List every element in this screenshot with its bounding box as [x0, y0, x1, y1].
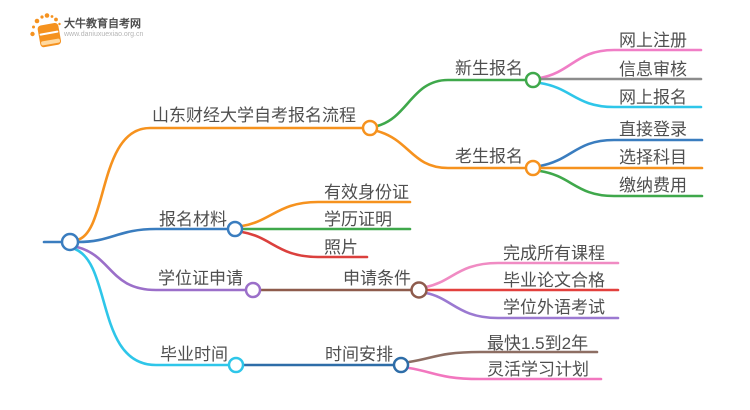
node-fastest-1-5-to-2-years: 最快1.5到2年 — [487, 334, 589, 353]
edge-valid-id — [240, 200, 412, 228]
node-online-register: 网上注册 — [619, 31, 687, 50]
node-select-subjects: 选择科目 — [619, 148, 687, 167]
edge-complete-courses — [424, 261, 620, 289]
node-degree-foreign-language-exam: 学位外语考试 — [503, 298, 605, 317]
node-time-schedule: 时间安排 — [325, 345, 393, 364]
logo-url: www.daniuxuexiao.org.cn — [64, 31, 144, 39]
logo-ray-dots — [30, 13, 61, 37]
junction-degree-application — [244, 281, 262, 299]
site-logo: 大牛教育自考网 www.daniuxuexiao.org.cn — [28, 8, 178, 48]
junction-signup-materials — [226, 220, 244, 238]
node-education-proof: 学历证明 — [324, 210, 392, 229]
junction-time-schedule — [392, 356, 410, 374]
edge-degree-application — [75, 245, 247, 292]
edge-photo — [240, 230, 369, 259]
book-logo-icon — [30, 13, 62, 48]
node-main-topic: 山东财经大学自考报名流程 — [152, 106, 356, 125]
logo-book-shape — [37, 23, 62, 48]
node-pay-fees: 缴纳费用 — [619, 176, 687, 195]
edge-pay-fees — [538, 169, 704, 198]
junction-new-student-signup — [524, 71, 542, 89]
edge-degree-foreign-language-exam — [424, 291, 620, 320]
node-new-student-signup: 新生报名 — [455, 59, 523, 78]
node-application-conditions: 申请条件 — [343, 269, 411, 288]
edge-online-register — [538, 48, 703, 80]
node-online-signup: 网上报名 — [619, 88, 687, 107]
node-signup-materials: 报名材料 — [159, 210, 227, 229]
edge-fastest-1-5-to-2-years — [407, 350, 599, 364]
edge-online-signup — [538, 81, 703, 109]
junction-root — [60, 232, 80, 252]
junction-main-topic — [361, 119, 379, 137]
edge-returning-student-signup — [375, 129, 528, 170]
junction-graduation-time — [227, 356, 245, 374]
junction-returning-student-signup — [524, 159, 542, 177]
node-direct-login: 直接登录 — [619, 120, 687, 139]
node-flexible-study-plan: 灵活学习计划 — [487, 360, 589, 379]
edge-signup-materials — [76, 227, 230, 244]
edge-graduation-time — [73, 247, 230, 367]
logo-title: 大牛教育自考网 — [64, 18, 141, 30]
edge-direct-login — [538, 138, 704, 168]
junction-application-conditions — [410, 281, 428, 299]
node-degree-application: 学位证申请 — [158, 269, 243, 288]
node-thesis-pass: 毕业论文合格 — [503, 271, 605, 290]
edge-flexible-study-plan — [407, 366, 603, 381]
edge-new-student-signup — [375, 78, 528, 128]
node-info-review: 信息审核 — [619, 60, 687, 79]
node-valid-id: 有效身份证 — [324, 183, 409, 202]
node-graduation-time: 毕业时间 — [160, 345, 228, 364]
edge-main-topic — [75, 126, 365, 242]
node-complete-courses: 完成所有课程 — [503, 244, 605, 263]
node-photo: 照片 — [324, 238, 358, 257]
node-returning-student-signup: 老生报名 — [455, 147, 523, 166]
